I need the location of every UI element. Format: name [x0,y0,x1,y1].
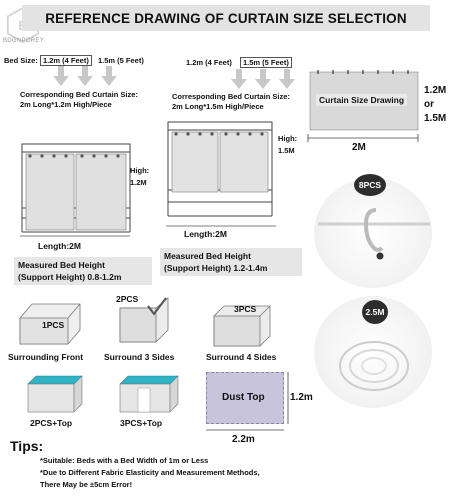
four-label: Surround 4 Sides [206,352,277,362]
middle-corresponding-title: Corresponding Bed Curtain Size: [172,92,290,101]
page-title: REFERENCE DRAWING OF CURTAIN SIZE SELECT… [22,5,430,31]
left-option-2: 1.5m (5 Feet) [98,56,144,65]
surround-three-box-icon [119,297,169,343]
left-bed-drawing [21,143,131,233]
left-corresponding-title: Corresponding Bed Curtain Size: [20,90,138,99]
hooks-badge: 8PCS [354,174,386,196]
curtain-height-block: 1.2M or 1.5M [424,84,446,126]
curtain-width-label: 2M [352,142,366,153]
left-arrows-icon [53,66,117,86]
dust-top-sheet [206,372,284,424]
tip-line-2: *Due to Different Fabric Elasticity and … [40,468,260,477]
top3-label: 3PCS+Top [120,418,163,428]
tip-line-1: *Suitable: Beds with a Bed Width of 1m o… [40,456,209,465]
left-corresponding-value: 2m Long*1.2m High/Piece [20,100,112,109]
three-label: Surround 3 Sides [104,352,175,362]
brand-logo-text: BDGNPOREY [3,38,45,44]
dust-top-label: Dust Top [222,392,265,403]
middle-length-label: Length:2M [184,229,227,239]
roll-icon [339,341,409,391]
curtain-width-line [307,134,419,142]
dust-top-height: 1.2m [290,392,313,403]
surround-four-box-icon [213,305,271,347]
left-measured-value: (Support Height) 0.8-1.2m [18,272,122,282]
left-high-value: 1.2M [130,178,147,187]
dust-top-height-line [287,372,289,424]
middle-option-1: 1.2m (4 Feet) [186,58,232,67]
middle-arrows-icon [231,69,295,89]
curtain-drawing-label: Curtain Size Drawing [316,94,408,106]
surround-front-box-icon [19,303,81,345]
middle-measured-box: Measured Bed Height (Support Height) 1.2… [160,248,302,276]
curtain-height-2: 1.5M [424,113,447,124]
curtain-height-1: 1.2M [424,85,447,96]
left-length-line [20,235,130,237]
three-badge: 2PCS [116,294,139,304]
middle-measured-value: (Support Height) 1.2-1.4m [164,263,268,273]
middle-high-label: High: [278,134,298,143]
tips-title: Tips: [10,438,44,454]
left-option-1: 1.2m (4 Feet) [40,55,92,66]
middle-high-value: 1.5M [278,146,295,155]
middle-corresponding-value: 2m Long*1.5m High/Piece [172,102,264,111]
tip-line-3: There May be ±5cm Error! [40,480,133,489]
roll-badge: 2.5M [362,300,388,324]
curtain-height-or: or [424,99,434,110]
hook-icon [318,208,430,260]
middle-option-2: 1.5m (5 Feet) [240,57,292,68]
left-length-label: Length:2M [38,241,81,251]
bed-size-label: Bed Size: [4,56,38,65]
hooks-detail-circle [314,178,432,288]
front-badge: 1PCS [42,320,65,330]
left-measured-box: Measured Bed Height (Support Height) 0.8… [14,257,152,285]
two-pcs-top-icon [27,375,83,413]
middle-bed-drawing [167,121,273,217]
middle-measured-title: Measured Bed Height [164,251,251,261]
front-label: Surrounding Front [8,352,84,362]
top2-label: 2PCS+Top [30,418,73,428]
dust-top-width: 2.2m [232,434,255,445]
four-badge: 3PCS [234,304,257,314]
left-high-label: High: [130,166,150,175]
dust-top-width-line [206,429,284,431]
three-pcs-top-icon [119,375,179,413]
middle-length-line [166,225,276,227]
left-measured-title: Measured Bed Height [18,260,105,270]
